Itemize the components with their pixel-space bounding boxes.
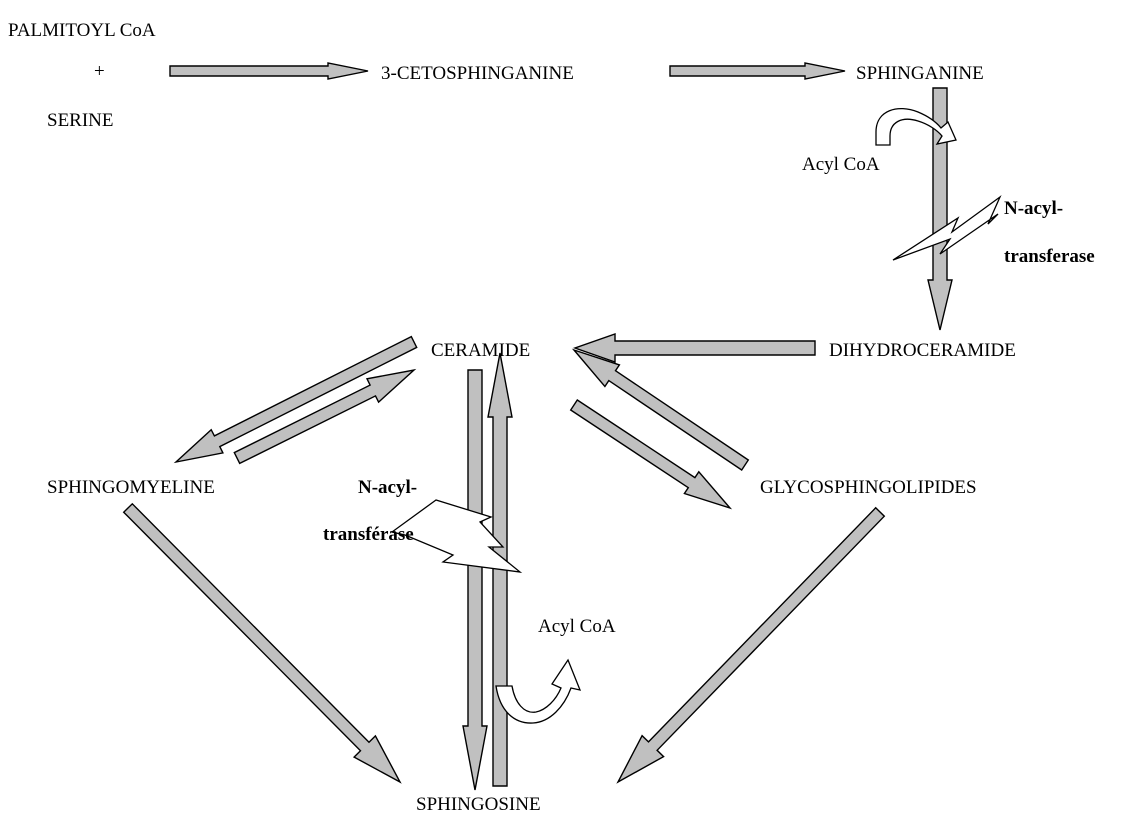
arrow-ceramide-to-sphingomyeline	[173, 335, 418, 464]
enzyme-bolt-top-icon	[892, 195, 1002, 261]
label-enzyme-top-line2: transferase	[1004, 246, 1095, 267]
arrow-dihydroceramide-to-ceramide	[572, 333, 816, 363]
curved-arrow-top-icon	[875, 108, 957, 146]
label-serine: SERINE	[47, 110, 114, 131]
label-enzyme-bottom-line2: transférase	[323, 524, 414, 545]
arrow-glycosphingolipides-to-ceramide	[571, 348, 750, 471]
arrow-sphinganine-to-dihydroceramide	[927, 87, 953, 331]
label-3-cetosphinganine: 3-CETOSPHINGANINE	[381, 63, 574, 84]
label-ceramide: CERAMIDE	[431, 340, 531, 361]
label-sphingosine: SPHINGOSINE	[416, 794, 541, 815]
arrow-glycosphingolipides-to-sphingosine	[616, 506, 886, 784]
enzyme-bolt-bottom-icon	[390, 499, 523, 573]
arrow-layer	[122, 62, 953, 791]
curved-arrow-bottom-icon	[495, 658, 582, 724]
arrow-ceramide-to-sphingosine	[462, 369, 488, 791]
label-acyl-coa-bottom: Acyl CoA	[538, 616, 616, 637]
label-dihydroceramide: DIHYDROCERAMIDE	[829, 340, 1016, 361]
label-palmitoyl-coa: PALMITOYL CoA	[8, 20, 156, 41]
arrow-ceramide-to-glycosphingolipides	[569, 399, 733, 510]
label-sphingomyeline: SPHINGOMYELINE	[47, 477, 215, 498]
label-enzyme-top-line1: N-acyl-	[1004, 198, 1064, 219]
arrow-sphingomyeline-to-sphingosine	[122, 502, 402, 784]
arrow-cetosphinganine-to-sphinganine	[669, 62, 846, 80]
arrow-palmitoyl-to-cetosphinganine	[169, 62, 369, 80]
label-sphinganine: SPHINGANINE	[856, 63, 984, 84]
label-plus: +	[94, 61, 105, 82]
label-acyl-coa-top: Acyl CoA	[802, 154, 880, 175]
label-enzyme-bottom-line1: N-acyl-	[358, 477, 418, 498]
arrow-sphingomyeline-to-ceramide	[233, 368, 417, 465]
label-glycosphingolipides: GLYCOSPHINGOLIPIDES	[760, 477, 977, 498]
